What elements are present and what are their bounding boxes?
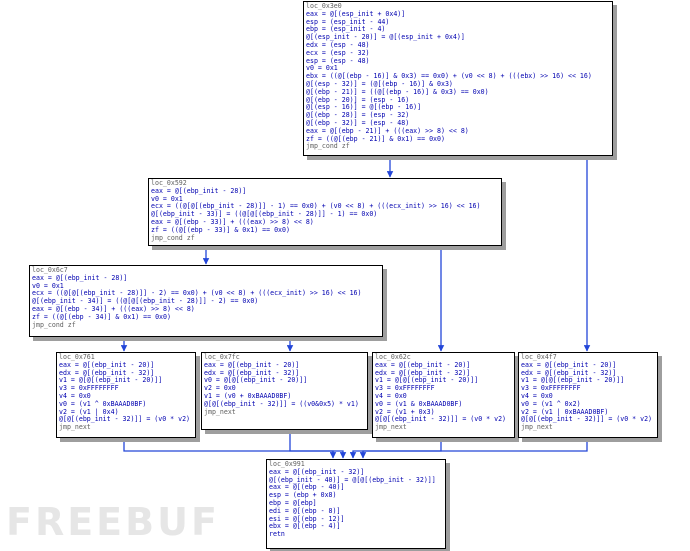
block-label: loc_0x4f7 <box>521 353 557 361</box>
block-label: loc_0x761 <box>59 353 95 361</box>
instruction-line: eax = @[(ebp_init - 20)] <box>59 360 155 369</box>
instruction-line: ecx = ((@[@[(ebp_init - 28)]] - 1) == 0x… <box>151 202 481 211</box>
instruction-line: edi = @[(ebp - 8)] <box>269 506 341 515</box>
instruction-line: esp = (esp - 48) <box>306 56 370 65</box>
jump-instruction: jmp_cond zf <box>32 320 76 329</box>
jump-instruction: jmp_cond zf <box>151 233 195 242</box>
instruction-line: v0 = (v1 & 0xBAAAD0BF) <box>375 399 463 408</box>
instruction-line: v3 = 0xFFFFFFFF <box>59 384 119 393</box>
instruction-line: @[(ebp - 20)] = (esp - 16) <box>306 95 410 104</box>
instruction-line: v4 = 0x0 <box>375 391 407 400</box>
instruction-line: ebx = @[(ebp - 4)] <box>269 522 341 531</box>
instruction-line: ebx = ((@[(ebp - 16)] & 0x3) == 0x0) + (… <box>306 72 592 81</box>
instruction-line: edx = @[(ebp_init - 32)] <box>204 368 300 377</box>
instruction-line: ecx = ((@[@[(ebp_init - 28)]] - 2) == 0x… <box>32 289 362 298</box>
instruction-line: zf = ((@[(ebp - 34)] & 0x1) == 0x0) <box>32 312 171 321</box>
watermark-logo: FREEBUF <box>6 500 220 544</box>
instruction-line: @[(ebp_init - 34)] = ((@[@[(ebp_init - 2… <box>32 297 259 306</box>
instruction-line: eax = @[(ebp - 21)] + (((eax) >> 8) << 8… <box>306 126 469 135</box>
edge-n4f7-to-n991 <box>359 438 588 459</box>
instruction-line: v1 = @[@[(ebp_init - 20)]] <box>59 376 163 385</box>
instruction-line: @[(ebp - 32)] = (esp - 48) <box>306 118 410 127</box>
jump-instruction: jmp_next <box>521 423 553 432</box>
instruction-line: eax = @[(ebp - 33)] + (((eax) >> 8) << 8… <box>151 217 314 226</box>
jump-instruction: jmp_next <box>375 423 407 432</box>
instruction-line: eax = @[(ebp_init - 32)] <box>269 467 365 476</box>
instruction-line: v2 = 0x0 <box>204 384 236 393</box>
block-label: loc_0x991 <box>269 460 305 468</box>
instruction-line: @[(ebp - 21)] = ((@[(ebp - 16)] & 0x3) =… <box>306 87 489 96</box>
instruction-line: v2 = (v1 | 0x4) <box>59 407 119 416</box>
instruction-line: v4 = 0x0 <box>521 391 553 400</box>
instruction-line: @[(esp - 16)] = @[(ebp - 16)] <box>306 103 422 112</box>
instruction-line: @[(ebp_init - 40)] = @[@[(ebp_init - 32)… <box>269 475 436 484</box>
instruction-line: eax = @[(ebp_init - 28)] <box>151 186 247 195</box>
instruction-line: edx = @[(ebp_init - 32)] <box>59 368 155 377</box>
instruction-line: esp = (ebp + 0x8) <box>269 491 337 500</box>
instruction-line: esp = (esp_init - 44) <box>306 17 390 26</box>
instruction-line: @[(esp_init - 20)] = @[(esp_init + 0x4)] <box>306 33 465 42</box>
edge-n7fc-to-n991 <box>289 430 347 459</box>
instruction-line: v2 = (v1 + 0x3) <box>375 407 435 416</box>
jump-instruction: jmp_next <box>204 407 236 416</box>
instruction-line: eax = @[(ebp - 34)] + (((eax) >> 8) << 8… <box>32 304 195 313</box>
instruction-line: v1 = @[@[(ebp_init - 20)]] <box>521 376 625 385</box>
instruction-line: edx = (esp - 48) <box>306 40 370 49</box>
instruction-line: @[@[(ebp_init - 32)]] = ((v0&0x5) * v1) <box>204 399 359 408</box>
instruction-line: eax = @[(esp_init + 0x4)] <box>306 9 406 18</box>
instruction-line: v0 = 0x1 <box>151 194 183 203</box>
jump-instruction: jmp_cond zf <box>306 142 350 151</box>
instruction-line: v3 = 0xFFFFFFFF <box>521 384 581 393</box>
instruction-line: @[(ebp_init - 33)] = ((@[@[(ebp_init - 2… <box>151 210 378 219</box>
instruction-line: esi = @[(ebp - 12)] <box>269 514 345 523</box>
block-label: loc_0x6c7 <box>32 266 68 274</box>
instruction-line: v0 = 0x1 <box>32 281 64 290</box>
instruction-line: v4 = 0x0 <box>59 391 91 400</box>
instruction-line: eax = @[(ebp_init - 28)] <box>32 273 128 282</box>
instruction-line: @[@[(ebp_init - 32)]] = (v0 * v2) <box>375 415 507 424</box>
instruction-line: @[(ebp - 28)] = (esp - 32) <box>306 111 410 120</box>
instruction-line: @[@[(ebp_init - 32)]] = (v0 * v2) <box>521 415 653 424</box>
instruction-line: ebp = (esp_init - 4) <box>306 25 386 34</box>
instruction-line: v0 = (v1 ^ 0xBAAAD0BF) <box>59 399 147 408</box>
block-label: loc_0x3e0 <box>306 2 342 10</box>
instruction-line: zf = ((@[(ebp - 21)] & 0x1) == 0x0) <box>306 134 445 143</box>
instruction-line: edx = @[(ebp_init - 32)] <box>521 368 617 377</box>
instruction-line: eax = @[(ebp_init - 20)] <box>375 360 471 369</box>
block-label: loc_0x7fc <box>204 353 240 361</box>
edge-n62c-to-n991 <box>349 438 442 459</box>
instruction-line: v0 = @[@[(ebp_init - 20)]] <box>204 376 308 385</box>
edge-n761-to-n991 <box>123 438 337 459</box>
instruction-line: v2 = (v1 | 0xBAAAD0BF) <box>521 407 609 416</box>
instruction-line: @[(esp - 32)] = (@[(ebp - 16)] & 0x3) <box>306 79 453 88</box>
instruction-line: retn <box>269 530 285 539</box>
instruction-line: zf = ((@[(ebp - 33)] & 0x1) == 0x0) <box>151 225 290 234</box>
instruction-line: eax = @[(ebp - 40)] <box>269 483 345 492</box>
jump-instruction: jmp_next <box>59 423 91 432</box>
instruction-line: @[@[(ebp_init - 32)]] = (v0 * v2) <box>59 415 191 424</box>
instruction-line: v0 = 0x1 <box>306 64 338 73</box>
instruction-line: ebp = @[ebp] <box>269 498 317 507</box>
block-label: loc_0x62c <box>375 353 411 361</box>
block-label: loc_0x592 <box>151 179 187 187</box>
instruction-line: eax = @[(ebp_init - 20)] <box>521 360 617 369</box>
instruction-line: v0 = (v1 ^ 0x2) <box>521 399 581 408</box>
instruction-line: v1 = @[@[(ebp_init - 20)]] <box>375 376 479 385</box>
instruction-line: edx = @[(ebp_init - 32)] <box>375 368 471 377</box>
instruction-line: v3 = 0xFFFFFFFF <box>375 384 435 393</box>
instruction-line: eax = @[(ebp_init - 20)] <box>204 360 300 369</box>
instruction-line: ecx = (esp - 32) <box>306 48 370 57</box>
instruction-line: v1 = (v0 + 0xBAAAD0BF) <box>204 391 292 400</box>
